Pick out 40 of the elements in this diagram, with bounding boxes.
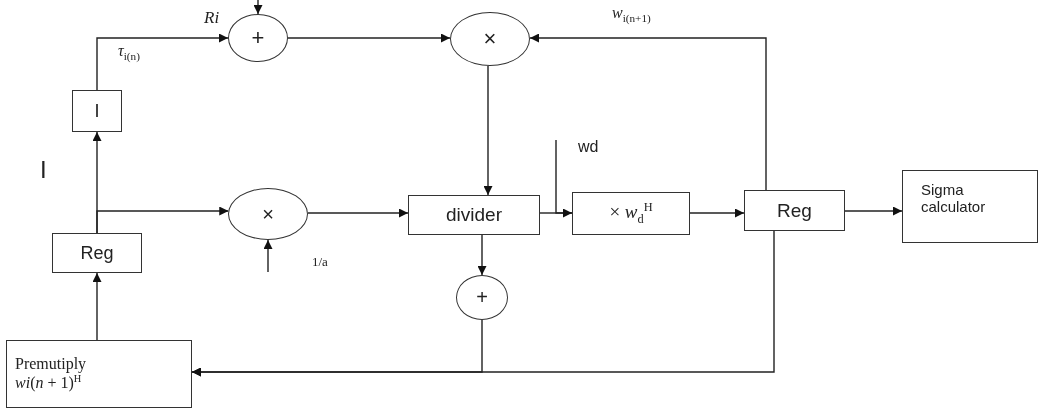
arrow xyxy=(477,234,487,276)
arrow xyxy=(96,206,229,234)
operator-symbol: × xyxy=(483,26,497,52)
signal-label: wd xyxy=(578,138,599,156)
operator-circle xyxy=(228,14,288,62)
box-label: wi(n + 1)$^{H}$ xyxy=(15,373,82,394)
edge-label: w$_{i(n+1)}$ xyxy=(612,4,651,25)
arrow xyxy=(92,272,102,341)
arrow xyxy=(253,0,263,15)
process-box xyxy=(6,340,192,408)
process-box xyxy=(744,190,845,231)
operator-circle xyxy=(456,275,508,320)
box-label: Premutiply xyxy=(15,354,87,374)
process-box xyxy=(52,233,142,273)
arrow xyxy=(307,208,409,218)
arrow xyxy=(96,33,229,91)
arrow xyxy=(844,206,903,216)
operator-symbol: + xyxy=(251,25,265,51)
process-box xyxy=(572,192,690,235)
signal-label: I xyxy=(40,156,47,184)
arrow xyxy=(483,65,493,196)
process-box xyxy=(408,195,540,235)
box-label: Reg xyxy=(80,242,114,264)
operator-symbol: + xyxy=(476,286,488,309)
arrow xyxy=(689,208,745,218)
signal-label: Ri xyxy=(204,8,220,28)
process-box xyxy=(72,90,122,132)
operator-symbol: × xyxy=(262,202,274,226)
signal-label: 1/a xyxy=(312,254,328,270)
box-label: Reg xyxy=(777,199,812,222)
arrow xyxy=(287,33,451,43)
box-label: I xyxy=(94,100,100,122)
process-box xyxy=(902,170,1038,243)
box-label: divider xyxy=(446,204,502,226)
arrow xyxy=(555,139,573,218)
arrow xyxy=(191,230,775,377)
edge-label: τ$_{i(n)}$ xyxy=(118,42,140,63)
box-label: Sigma calculator xyxy=(921,181,987,216)
arrow xyxy=(263,239,273,273)
arrow xyxy=(529,33,767,191)
